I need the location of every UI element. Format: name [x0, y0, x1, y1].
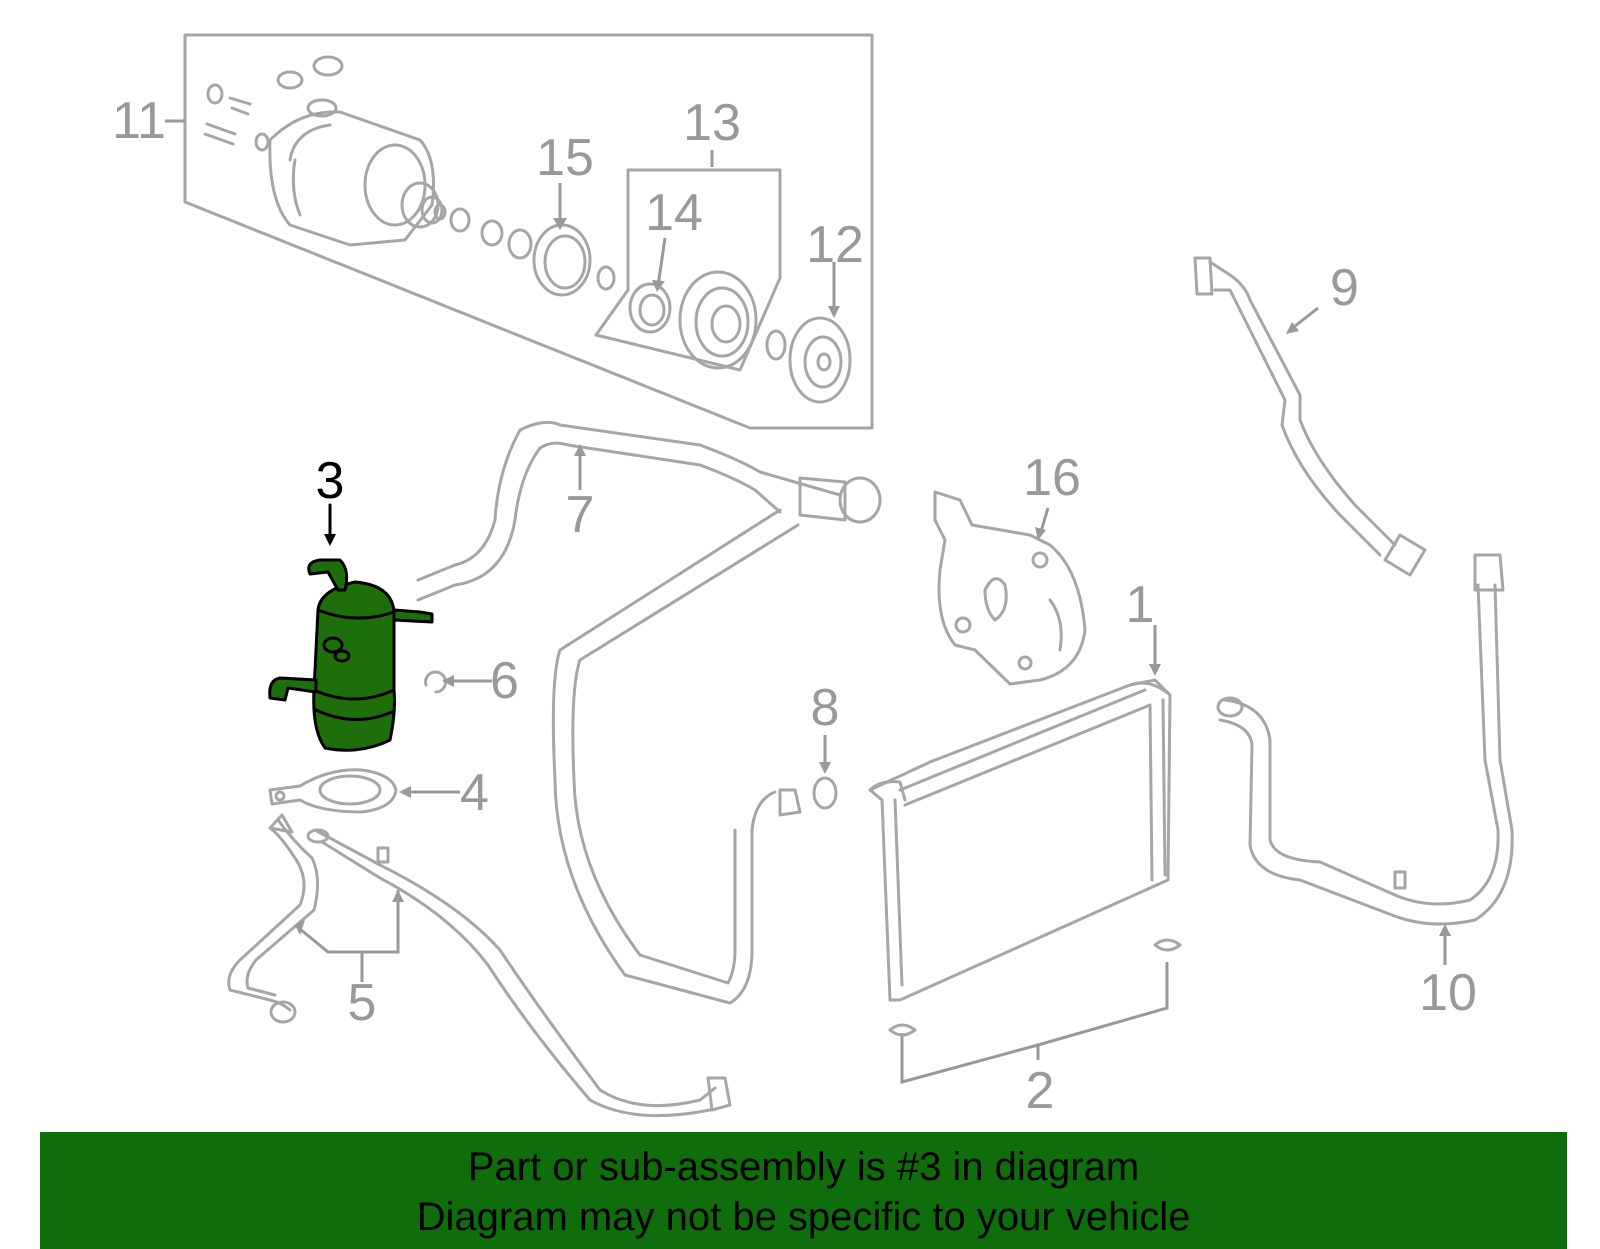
condenser-part-1	[868, 678, 1172, 1002]
callout-label-12: 12	[806, 216, 864, 274]
oring-part-8	[812, 776, 838, 810]
callout-label-8: 8	[811, 679, 840, 737]
bracket-part-4	[268, 768, 398, 814]
callout-label-7: 7	[566, 486, 595, 544]
arrowhead	[392, 890, 404, 902]
hose-part-9	[1193, 256, 1427, 577]
seal-part-6	[424, 670, 448, 694]
callout-line-2	[900, 962, 1169, 1084]
callout-label-9: 9	[1330, 259, 1359, 317]
callout-arrows	[324, 150, 1451, 965]
callout-label-11: 11	[112, 92, 166, 150]
arrowhead	[295, 920, 305, 935]
compressor-assembly-group	[183, 33, 874, 430]
notice-banner: Part or sub-assembly is #3 in diagram Di…	[40, 1132, 1567, 1249]
notice-line-1: Part or sub-assembly is #3 in diagram	[467, 1145, 1140, 1189]
callout-label-4: 4	[460, 764, 489, 822]
callout-label-14: 14	[645, 184, 703, 242]
grommet	[1153, 938, 1182, 952]
hose-part-7	[416, 420, 882, 1005]
lines-part-5	[227, 813, 732, 1118]
notice-line-2: Diagram may not be specific to your vehi…	[416, 1195, 1191, 1239]
callout-label-15: 15	[536, 129, 594, 187]
callout-line-5	[294, 890, 400, 982]
callout-label-10: 10	[1419, 964, 1477, 1022]
callout-label-3[interactable]: 3	[316, 452, 345, 510]
callout-label-13: 13	[683, 94, 741, 152]
callout-label-6: 6	[490, 652, 519, 710]
callout-label-2: 2	[1026, 1062, 1055, 1120]
line-part-10	[1216, 553, 1514, 926]
callout-label-5: 5	[348, 974, 377, 1032]
grommet	[888, 1023, 917, 1037]
callout-label-16: 16	[1023, 449, 1081, 507]
accumulator-part-3[interactable]	[268, 558, 434, 752]
callout-label-1: 1	[1126, 576, 1155, 634]
bracket-part-16	[933, 490, 1087, 686]
